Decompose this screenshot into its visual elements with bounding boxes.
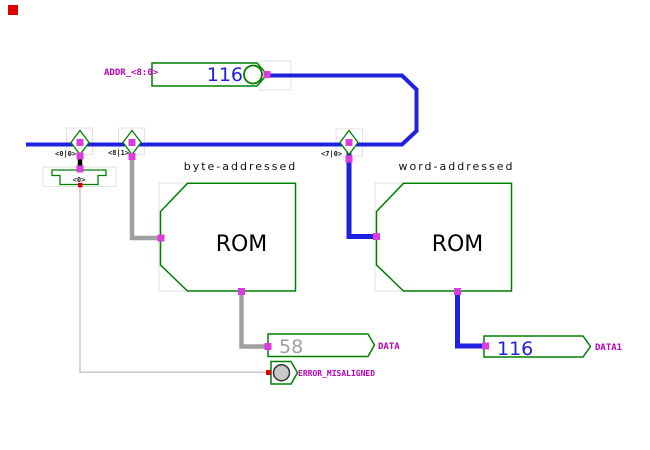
bitcheck-in-connector <box>76 165 84 173</box>
red-marker <box>8 5 18 15</box>
data1-output-label: DATA1 <box>595 342 623 353</box>
splitter2-label: <8|1> <box>108 149 130 157</box>
splitter2-wire-connector <box>128 139 136 146</box>
connector-dots <box>76 71 489 350</box>
bit-check-label: <0> <box>72 175 86 184</box>
splitter1-wire-connector <box>76 139 84 146</box>
data1-in-connector <box>482 342 489 350</box>
rom-word-addressed[interactable] <box>375 182 513 292</box>
rom-word-title: word-addressed <box>398 160 515 173</box>
rom-word-addr-connector <box>373 233 380 240</box>
data1-output-display[interactable] <box>483 335 592 358</box>
error-signal-wire[interactable] <box>79 186 267 374</box>
addr-bus-wire[interactable] <box>26 73 419 147</box>
splitter2-out-connector <box>128 153 136 160</box>
splitter1-label: <0|0> <box>55 149 77 158</box>
splitter3-label: <7|0> <box>321 150 343 158</box>
error-output-label: ERROR_MISALIGNED <box>298 369 376 378</box>
addr-pin-toggle-circle[interactable] <box>243 64 263 85</box>
addr-pin-label: ADDR_<8:0> <box>104 68 159 78</box>
data-output-display[interactable] <box>267 333 376 358</box>
rom-word-out-connector <box>454 288 461 295</box>
addr-input-pin[interactable] <box>151 62 268 87</box>
rom-byte-addressed[interactable] <box>159 182 297 292</box>
rom-byte-out-connector <box>238 288 245 295</box>
data1-output-value: 116 <box>497 338 534 360</box>
data-output-value: 58 <box>279 336 304 358</box>
data-in-connector <box>264 343 272 350</box>
splitter3-wire-connector <box>345 139 353 146</box>
data-output-label: DATA <box>378 341 400 352</box>
rom-byte-title: byte-addressed <box>183 160 298 173</box>
bit-check-component[interactable] <box>51 169 107 186</box>
splitter3-out-connector <box>345 155 353 163</box>
error-in-connector <box>266 370 271 375</box>
error-led-lamp <box>272 363 291 382</box>
word-rom-addr-wire[interactable] <box>346 150 374 239</box>
byte-rom-addr-wire[interactable] <box>129 150 159 241</box>
rom-byte-name: ROM <box>215 232 268 257</box>
addr-pin-connector <box>263 71 271 78</box>
word-rom-data-wire[interactable] <box>455 293 485 349</box>
rom-word-name: ROM <box>431 232 484 257</box>
rom-byte-addr-connector <box>157 234 165 242</box>
bitcheck-out-connector <box>78 182 83 188</box>
splitter1-out-connector <box>76 152 84 160</box>
addr-pin-value[interactable]: 116 <box>206 64 243 86</box>
byte-rom-data-wire[interactable] <box>239 293 267 349</box>
